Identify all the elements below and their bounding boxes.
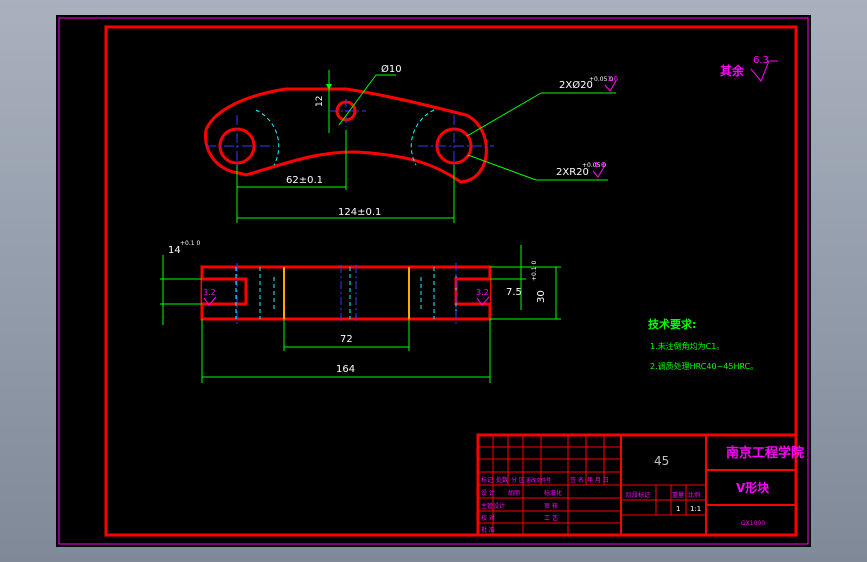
drawing-canvas[interactable]: 其余 6.3 bbox=[56, 15, 811, 547]
tech-req-line-2: 2.调质处理HRC40~45HRC。 bbox=[650, 361, 758, 371]
slot-width-tol: +0.1 0 bbox=[180, 240, 200, 247]
drawing-frame bbox=[104, 25, 798, 537]
stage-header-weight: 重量 bbox=[672, 491, 684, 499]
stage-header-scale: 比例 bbox=[688, 491, 700, 499]
material-label: 45 bbox=[654, 454, 669, 468]
part-name-label: V形块 bbox=[736, 480, 770, 495]
total-len-label: 164 bbox=[336, 364, 355, 375]
half-span-label: 62±0.1 bbox=[286, 175, 323, 186]
counterbore-top-tol: +0.05 0 bbox=[589, 76, 613, 83]
staff-review: 审 核 bbox=[544, 502, 558, 510]
staff-standard: 标准化 bbox=[544, 489, 562, 497]
counterbore-top-ra-symbol bbox=[604, 80, 617, 92]
staff-approve: 批 准 bbox=[481, 526, 495, 534]
right-ra-label: 3.2 bbox=[476, 288, 489, 297]
left-ra-symbol bbox=[203, 296, 217, 306]
staff-check: 校 对 bbox=[481, 514, 495, 522]
roughness-label: 其余 bbox=[720, 63, 745, 78]
hdr-change: 更改文件号 bbox=[526, 477, 551, 484]
hdr-date: 年 月 日 bbox=[587, 476, 609, 484]
slot-width-label: 14 bbox=[168, 245, 181, 256]
qty-value: 1 bbox=[676, 505, 680, 513]
code-label: GX1000 bbox=[741, 520, 765, 527]
step-label: 7.5 bbox=[506, 287, 522, 298]
right-ra-symbol bbox=[476, 296, 490, 306]
counterbore-bot-ra: 1.6 bbox=[594, 161, 606, 169]
tech-req-title: 技术要求: bbox=[648, 317, 696, 331]
top-view bbox=[204, 87, 494, 184]
scale-value: 1:1 bbox=[690, 505, 701, 513]
front-dimensions bbox=[160, 245, 561, 383]
staff-process: 工 艺 bbox=[544, 514, 558, 522]
counterbore-top-ra: 1.6 bbox=[607, 75, 619, 83]
hdr-zone: 分 区 bbox=[511, 476, 525, 484]
staff-chief: 主管设计 bbox=[481, 502, 505, 510]
counterbore-bot-ra-symbol bbox=[592, 166, 605, 178]
left-ra-label: 3.2 bbox=[203, 288, 216, 297]
counterbore-bot-tol: +0.05 0 bbox=[582, 162, 606, 169]
tech-req-line-1: 1.未注倒角均为C1。 bbox=[650, 341, 724, 351]
top-dimensions bbox=[236, 70, 616, 223]
staff-design-name: 胡丽 bbox=[508, 489, 520, 497]
hdr-mark: 标记 bbox=[481, 476, 493, 484]
thickness-tol: +0.1 0 bbox=[531, 261, 538, 281]
span-label: 124±0.1 bbox=[338, 207, 381, 218]
roughness-symbol bbox=[750, 60, 778, 82]
hdr-sign: 签 名 bbox=[570, 476, 584, 484]
hole-dia-label: Ø10 bbox=[381, 63, 402, 75]
stage-header-mark: 阶段标记 bbox=[626, 491, 650, 499]
hole-offset-label: 12 bbox=[315, 96, 325, 107]
title-block bbox=[476, 433, 798, 537]
front-view bbox=[200, 263, 492, 325]
roughness-value: 6.3 bbox=[753, 55, 769, 66]
thickness-label: 30 bbox=[536, 290, 547, 303]
center-len-label: 72 bbox=[340, 334, 353, 345]
drawing-svg: 其余 6.3 bbox=[58, 17, 809, 545]
hdr-count: 处数 bbox=[496, 476, 508, 484]
outer-border bbox=[58, 17, 809, 545]
counterbore-bot-label: 2XR20 bbox=[556, 167, 589, 178]
school-label: 南京工程学院 bbox=[726, 445, 804, 461]
staff-design: 设 计 bbox=[481, 489, 495, 497]
counterbore-top-label: 2XØ20 bbox=[559, 79, 593, 91]
